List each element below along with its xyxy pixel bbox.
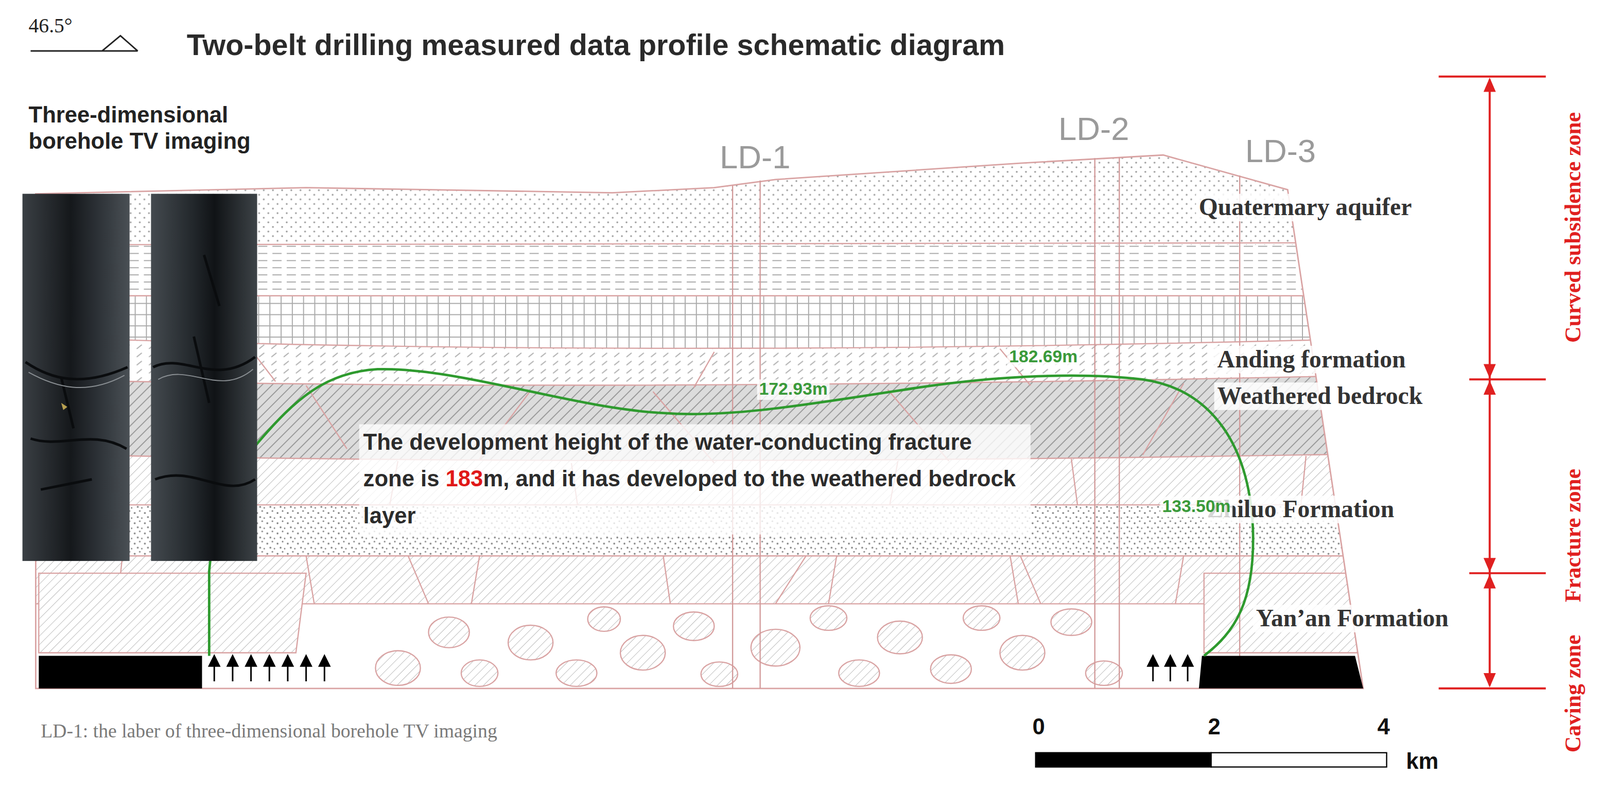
height-value: 133.50m — [1160, 496, 1233, 518]
layer-label: Weathered bedrock — [1214, 382, 1426, 411]
height-value: 182.69m — [1006, 346, 1080, 368]
dip-angle: 46.5° — [28, 14, 73, 39]
layer-label: Quatermary aquifer — [1195, 194, 1415, 222]
scale-number: 0 — [1032, 714, 1046, 741]
scale-unit: km — [1405, 749, 1439, 776]
zone-label: Caving zone — [1559, 634, 1587, 753]
zone-label: Fracture zone — [1559, 468, 1587, 603]
image-heading: Three-dimensional borehole TV imaging — [28, 101, 289, 155]
scale-number: 4 — [1377, 714, 1390, 741]
figure-caption: LD-1: the laber of three-dimensional bor… — [40, 720, 497, 743]
zone-label: Curved subsidence zone — [1559, 112, 1587, 343]
borehole-label: LD-3 — [1242, 132, 1319, 171]
diagram-title: Two-belt drilling measured data profile … — [186, 28, 1006, 62]
borehole-label: LD-2 — [1055, 110, 1133, 148]
note-highlight: 183 — [445, 466, 484, 493]
layer-label: Anding formation — [1214, 345, 1410, 374]
scale-number: 2 — [1207, 714, 1221, 741]
height-value: 172.93m — [757, 379, 830, 400]
borehole-label: LD-1 — [716, 138, 794, 177]
layer-label: Yan’an Formation — [1253, 604, 1452, 633]
layer-label: Zhiluo Formation — [1204, 495, 1398, 524]
fracture-note: The development height of the water-cond… — [359, 424, 1031, 535]
